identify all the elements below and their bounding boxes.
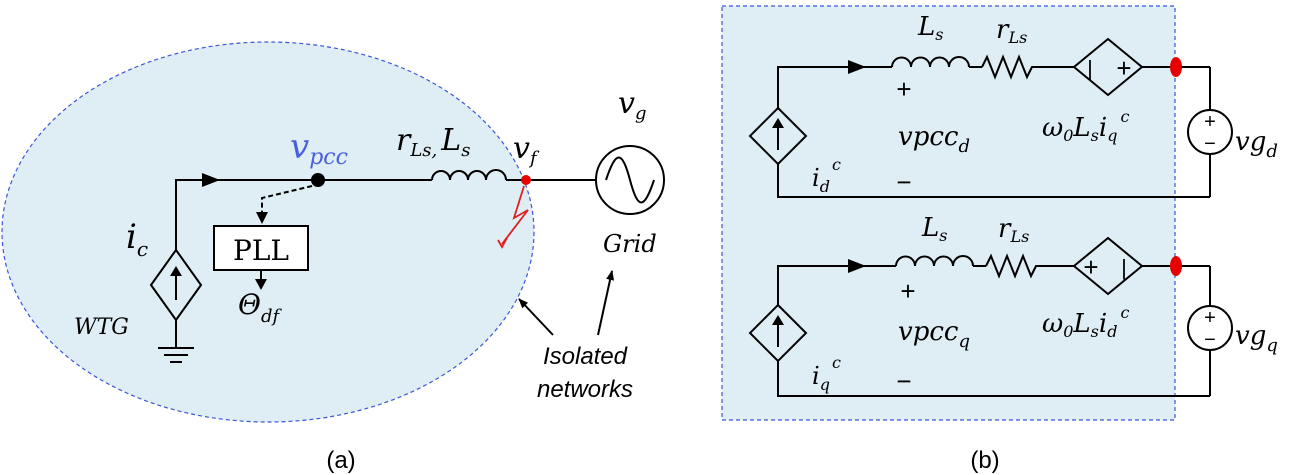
pll-output-arrow (255, 279, 267, 290)
svg-text:−: − (1204, 133, 1216, 155)
d-resistor (981, 54, 1036, 80)
pll-block (213, 225, 309, 271)
pll-measurement-line (261, 185, 313, 214)
current-direction-arrow (202, 173, 220, 187)
d-inductor-label: Ls (917, 12, 943, 44)
q-terminal-node (1170, 256, 1182, 276)
svg-text:|: | (1121, 255, 1127, 280)
fault-arrow (497, 237, 508, 249)
q-grid-source (1187, 305, 1233, 351)
svg-text:+: + (1204, 307, 1216, 329)
d-grid-source (1187, 109, 1233, 155)
pll-measurement-arrow (256, 212, 268, 224)
panel-a-caption: (a) (326, 447, 355, 474)
d-coupling-label: ω0Lsiqc (1042, 107, 1129, 145)
d-plus-sign: + (896, 74, 911, 104)
grid-source (595, 145, 665, 215)
d-resistor-label: rLs (996, 15, 1027, 47)
svg-text:+: + (1204, 111, 1216, 133)
q-resistor-label: rLs (998, 214, 1029, 246)
line-impedance-label: rLs,Ls (396, 123, 470, 161)
pcc-node (311, 173, 325, 187)
line-inductor (431, 169, 507, 181)
pll-label: PLL (233, 234, 289, 267)
fault-node (521, 175, 531, 185)
svg-text:+: + (1083, 252, 1098, 282)
d-grid-voltage-label: vgd (1235, 127, 1278, 162)
fault-lightning-icon (501, 185, 529, 245)
grid-voltage-label: vg (618, 86, 646, 124)
d-minus-sign: − (896, 167, 911, 197)
q-plus-sign: + (900, 276, 915, 306)
grid-label: Grid (603, 230, 657, 258)
isolated-arrow-left (518, 298, 554, 336)
wtg-current-source (149, 248, 203, 322)
d-current-arrow (848, 60, 866, 74)
d-terminal-node (1170, 57, 1182, 77)
d-dependent-voltage-source (1072, 37, 1144, 97)
pll-output-label: Θdf (238, 288, 282, 327)
ground-icon (158, 347, 194, 363)
wtg-label: WTG (74, 315, 129, 340)
isolated-networks-label-2: networks (537, 376, 633, 403)
isolated-arrow-right (597, 270, 614, 336)
d-axis-circuit: | + + − Ls rLs + vpccd − idc ω0Lsiqc vgd (748, 12, 1278, 198)
q-resistor (985, 253, 1040, 279)
pcc-voltage-label: vpcc (290, 127, 348, 170)
d-inductor (891, 56, 970, 68)
source-current-label: ic (126, 217, 148, 261)
svg-text:|: | (1087, 56, 1093, 81)
fault-voltage-label: vf (513, 131, 540, 169)
q-current-label: iqc (812, 353, 841, 394)
q-axis-circuit: + | + − Ls rLs + vpccq − iqc ω0Lsidc vgq (748, 213, 1278, 397)
d-current-label: idc (812, 155, 841, 196)
q-dependent-voltage-source (1072, 236, 1144, 296)
q-voltage-label: vpccq (898, 317, 970, 352)
panel-a: PLL ic WTG vpcc rLs,Ls vf vg Grid Θdf Is… (1, 41, 665, 474)
d-voltage-label: vpccd (898, 122, 970, 157)
q-current-arrow (848, 259, 866, 273)
isolated-networks-label-1: Isolated (543, 343, 628, 370)
svg-text:+: + (1116, 53, 1131, 83)
q-inductor (895, 255, 974, 267)
panel-b: | + + − Ls rLs + vpccd − idc ω0Lsiqc vgd (721, 5, 1278, 474)
panel-b-caption: (b) (970, 447, 999, 474)
q-coupling-label: ω0Lsidc (1042, 303, 1129, 341)
q-grid-voltage-label: vgq (1235, 321, 1278, 356)
q-inductor-label: Ls (921, 213, 947, 245)
q-minus-sign: − (896, 366, 911, 396)
svg-text:−: − (1204, 329, 1216, 351)
